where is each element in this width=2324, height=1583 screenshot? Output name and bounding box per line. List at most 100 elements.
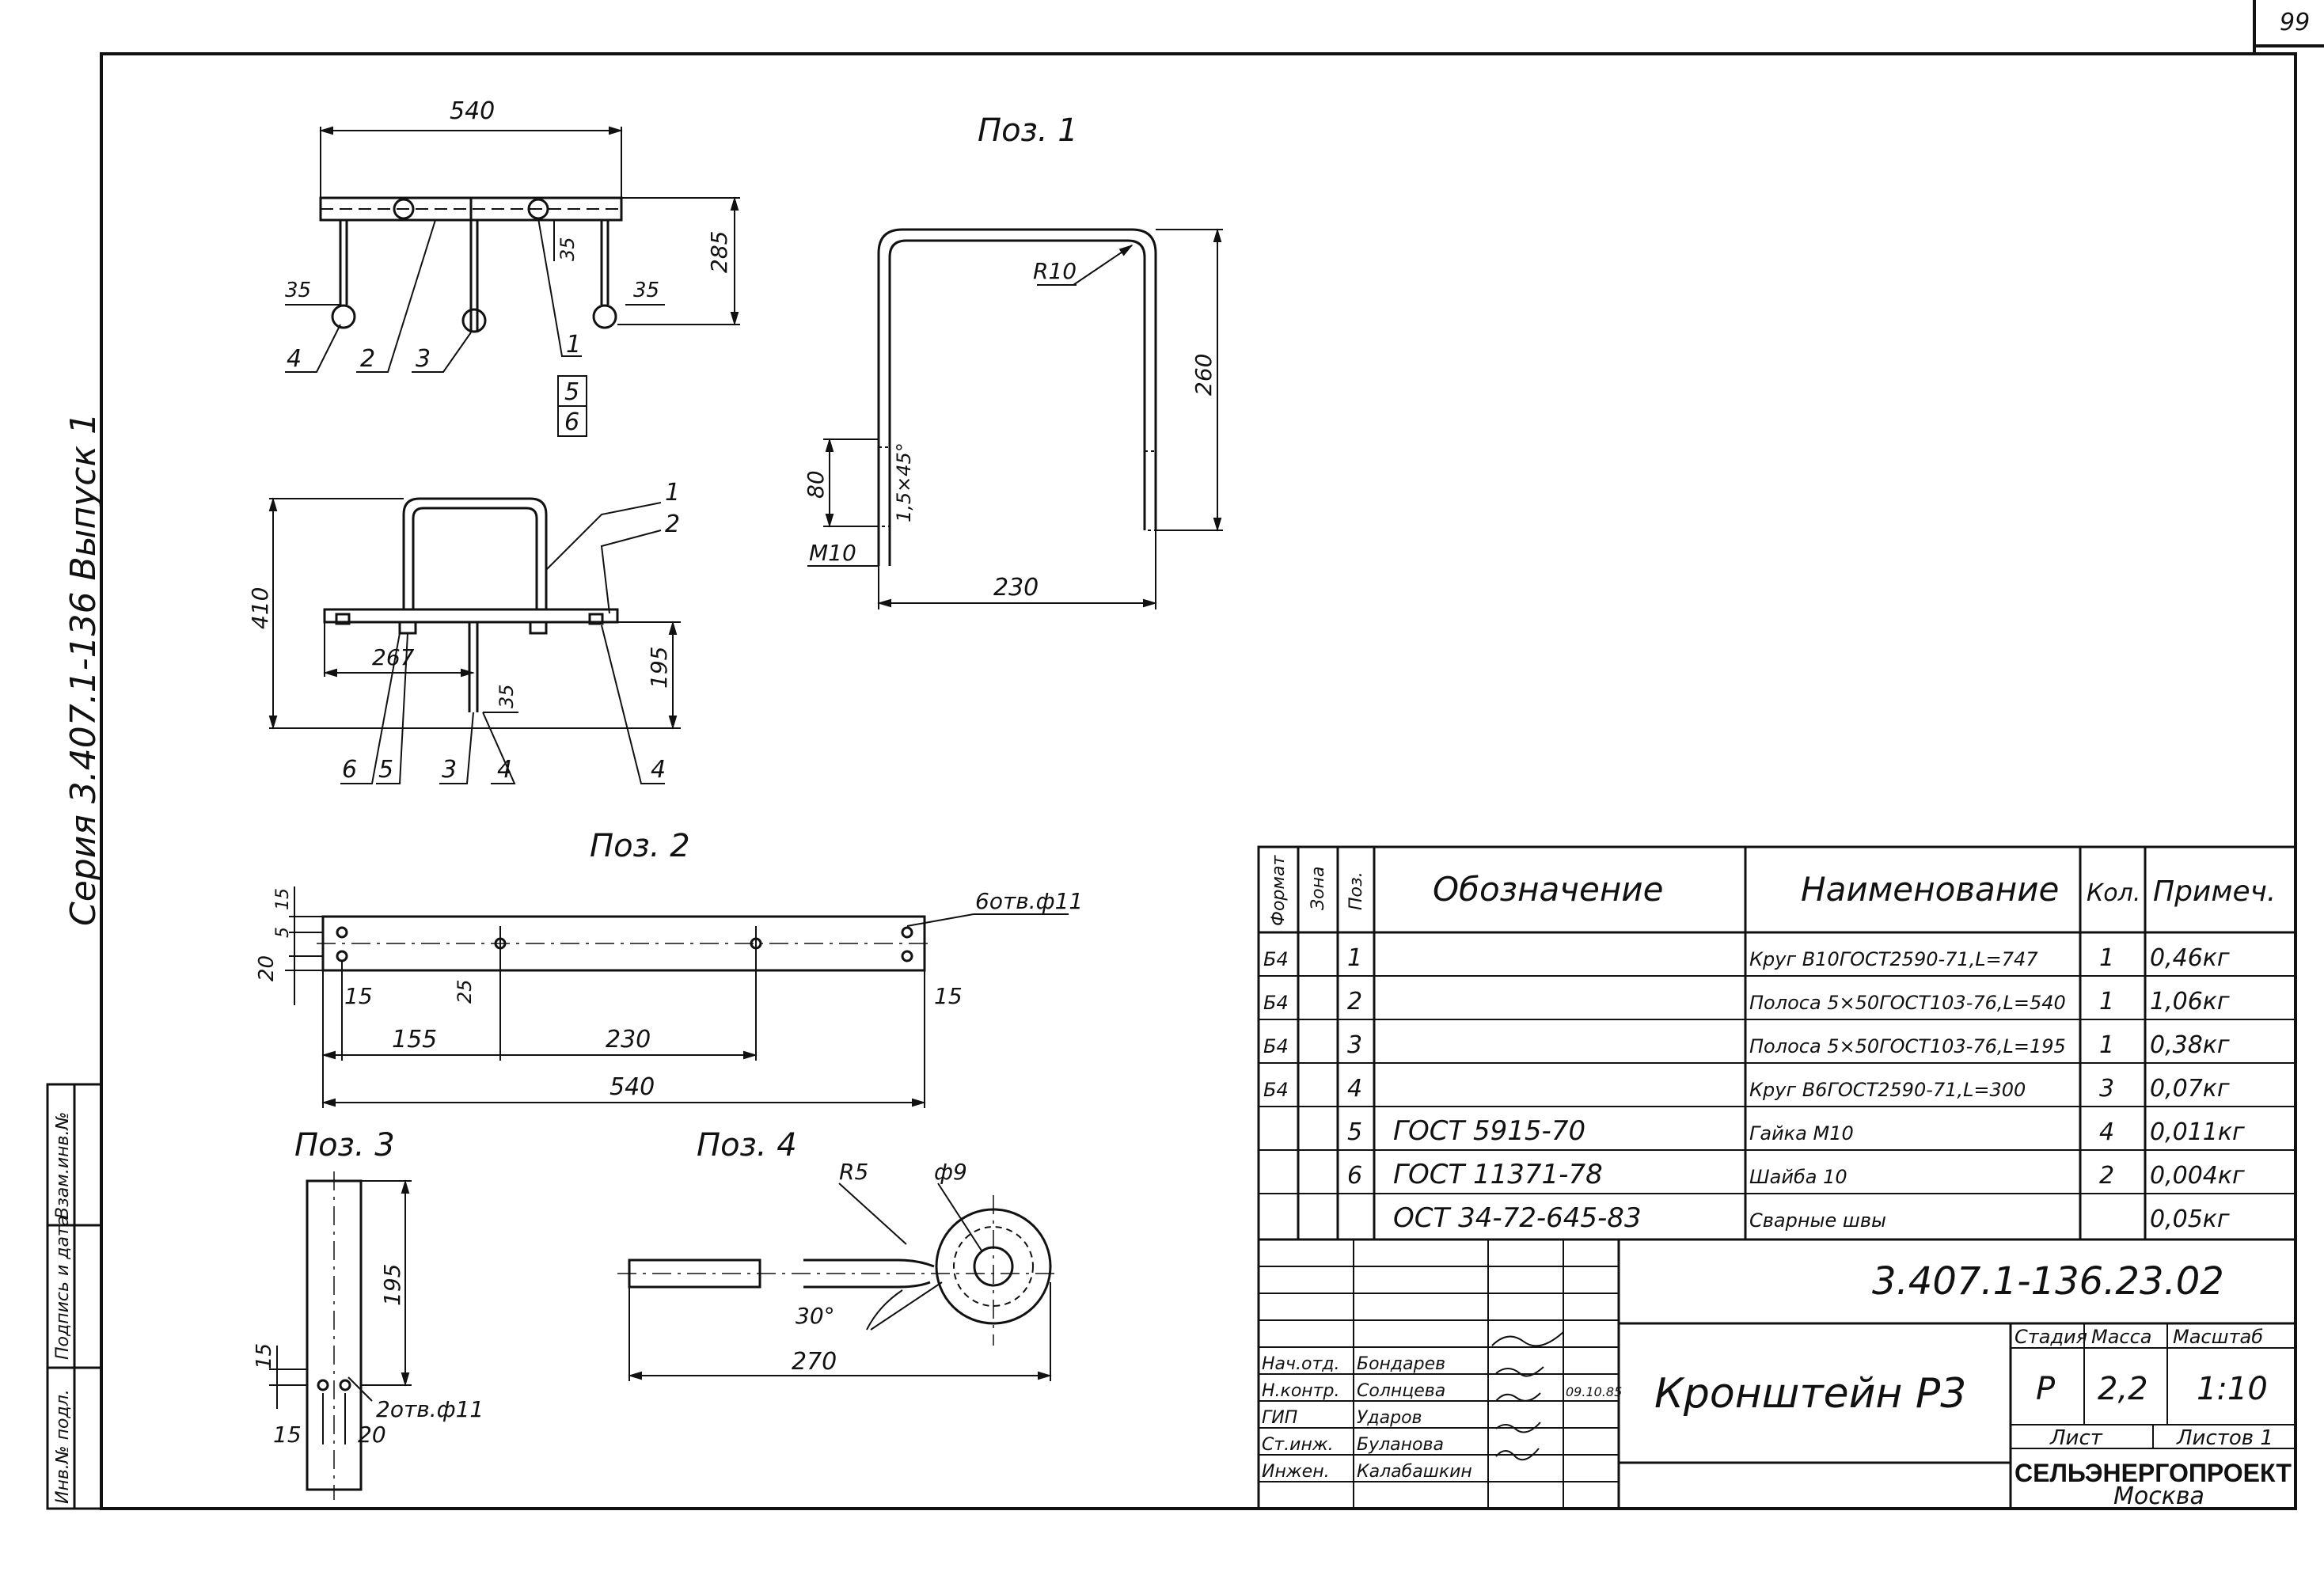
series-label: Серия 3.407.1-136 Выпуск 1	[63, 412, 104, 926]
pos3-title: Поз. 3	[294, 1127, 395, 1164]
spec-cell: 6	[1347, 1162, 1362, 1190]
callout-1: 1	[566, 331, 581, 359]
callout-4: 4	[287, 345, 302, 373]
staff-name: Ударов	[1357, 1408, 1422, 1428]
pos2-d25: 25	[454, 979, 476, 1004]
spec-cell: ГОСТ 11371-78	[1393, 1159, 1603, 1190]
spec-table	[1257, 845, 2297, 1241]
spec-cell: ОСТ 34-72-645-83	[1393, 1202, 1642, 1234]
staff-role: Н.контр.	[1262, 1381, 1339, 1401]
spec-cell: 5	[1347, 1118, 1362, 1146]
front-callout-4a: 4	[497, 756, 512, 784]
pos3-d15b: 15	[273, 1422, 302, 1448]
dim-267: 267	[372, 644, 415, 670]
pos2-d5: 5	[273, 927, 293, 938]
front-callout-5: 5	[378, 756, 393, 784]
spec-cell: Полоса 5×50ГОСТ103-76,L=540	[1749, 992, 2066, 1014]
staff-role: ГИП	[1262, 1408, 1297, 1428]
sheet-frame	[100, 0, 2324, 1510]
doc-number: 3.407.1-136.23.02	[1872, 1259, 2224, 1304]
spec-cell: 2	[2099, 1162, 2114, 1190]
spec-cell: 1	[2099, 1031, 2114, 1059]
scale-value: 1:10	[2197, 1371, 2268, 1407]
callout-3: 3	[416, 345, 431, 373]
pos4-d270: 270	[792, 1348, 837, 1376]
dim-285: 285	[706, 231, 732, 273]
dim-35-front: 35	[496, 684, 518, 708]
staff-name: Буланова	[1357, 1435, 1444, 1455]
spec-header-qty: Кол.	[2087, 879, 2140, 907]
front-callout-6: 6	[342, 756, 357, 784]
spec-cell: 3	[1347, 1031, 1362, 1059]
stamp-cell-inv: Инв.№ подл.	[53, 1389, 73, 1504]
pos2-d15b: 15	[344, 983, 373, 1009]
pos1-m10: M10	[809, 540, 856, 566]
sheet-label: Лист	[2049, 1426, 2103, 1450]
pos4-d9: ф9	[934, 1159, 967, 1185]
spec-cell: 1	[2099, 988, 2114, 1015]
spec-cell: Б4	[1263, 1079, 1289, 1101]
spec-cell: 1	[2099, 944, 2114, 972]
callout-2: 2	[360, 345, 375, 373]
pos3-d195: 195	[379, 1264, 405, 1306]
spec-header-designation: Обозначение	[1433, 870, 1663, 909]
mass-label: Масса	[2091, 1326, 2152, 1348]
city: Москва	[2113, 1482, 2204, 1510]
spec-cell: Б4	[1263, 1035, 1289, 1057]
pos4-r5: R5	[839, 1159, 868, 1185]
spec-cell: 4	[1347, 1075, 1362, 1103]
spec-cell: ГОСТ 5915-70	[1393, 1115, 1585, 1147]
pos2-view	[285, 886, 1069, 1108]
front-callout-3: 3	[442, 756, 457, 784]
pos2-d15a: 15	[273, 888, 293, 910]
spec-cell: 0,011кг	[2150, 1118, 2245, 1146]
pos2-d20: 20	[255, 955, 279, 981]
pos3-d15a: 15	[253, 1343, 276, 1369]
dim-35-left: 35	[285, 279, 311, 302]
pos2-d230: 230	[606, 1026, 651, 1053]
staff-role: Нач.отд.	[1262, 1354, 1340, 1374]
pos1-view	[807, 228, 1223, 609]
organization: СЕЛЬЭНЕРГОПРОЕКТ	[2015, 1459, 2292, 1487]
spec-header-format: Формат	[1269, 855, 1289, 926]
dim-410: 410	[247, 587, 273, 629]
stage-label: Стадия	[2015, 1326, 2087, 1348]
spec-cell: 2	[1347, 988, 1362, 1015]
spec-cell: Сварные швы	[1749, 1209, 1886, 1232]
spec-cell: Шайба 10	[1749, 1166, 1847, 1188]
callout-6: 6	[564, 408, 579, 436]
title-block	[1257, 1238, 2297, 1510]
spec-cell: 0,004кг	[2150, 1162, 2245, 1190]
pos1-chamfer: 1,5×45°	[893, 442, 915, 522]
stamp-cell-sign: Подпись и дата	[53, 1216, 73, 1360]
dim-540-top: 540	[450, 97, 495, 125]
pos1-dim-80: 80	[803, 470, 829, 499]
pos2-d15c: 15	[934, 983, 963, 1009]
spec-cell: Б4	[1263, 992, 1289, 1014]
staff-role: Ст.инж.	[1262, 1435, 1334, 1455]
staff-name: Бондарев	[1357, 1354, 1445, 1374]
spec-header-note: Примеч.	[2153, 875, 2276, 908]
front-callout-1: 1	[665, 479, 680, 507]
pos2-holes: 6отв.ф11	[975, 888, 1083, 914]
pos4-title: Поз. 4	[697, 1127, 797, 1164]
sheets-label: Листов 1	[2176, 1426, 2273, 1450]
spec-cell: Полоса 5×50ГОСТ103-76,L=195	[1749, 1035, 2066, 1057]
spec-cell: 4	[2099, 1118, 2114, 1146]
spec-cell: 3	[2099, 1075, 2114, 1103]
mass-value: 2,2	[2098, 1371, 2148, 1407]
pos2-d540: 540	[609, 1073, 655, 1101]
pos3-holes: 2отв.ф11	[376, 1396, 484, 1422]
spec-cell: 0,38кг	[2150, 1031, 2230, 1059]
spec-cell: 0,46кг	[2150, 944, 2230, 972]
page-number: 99	[2280, 9, 2310, 36]
pos1-r10: R10	[1033, 258, 1077, 284]
spec-cell: 0,07кг	[2150, 1075, 2230, 1103]
stage-value: Р	[2036, 1371, 2056, 1407]
side-stamp	[46, 1083, 103, 1510]
assembly-top-view	[285, 126, 740, 437]
dim-35-mid: 35	[556, 237, 579, 261]
signature-marks	[1491, 1331, 1564, 1461]
